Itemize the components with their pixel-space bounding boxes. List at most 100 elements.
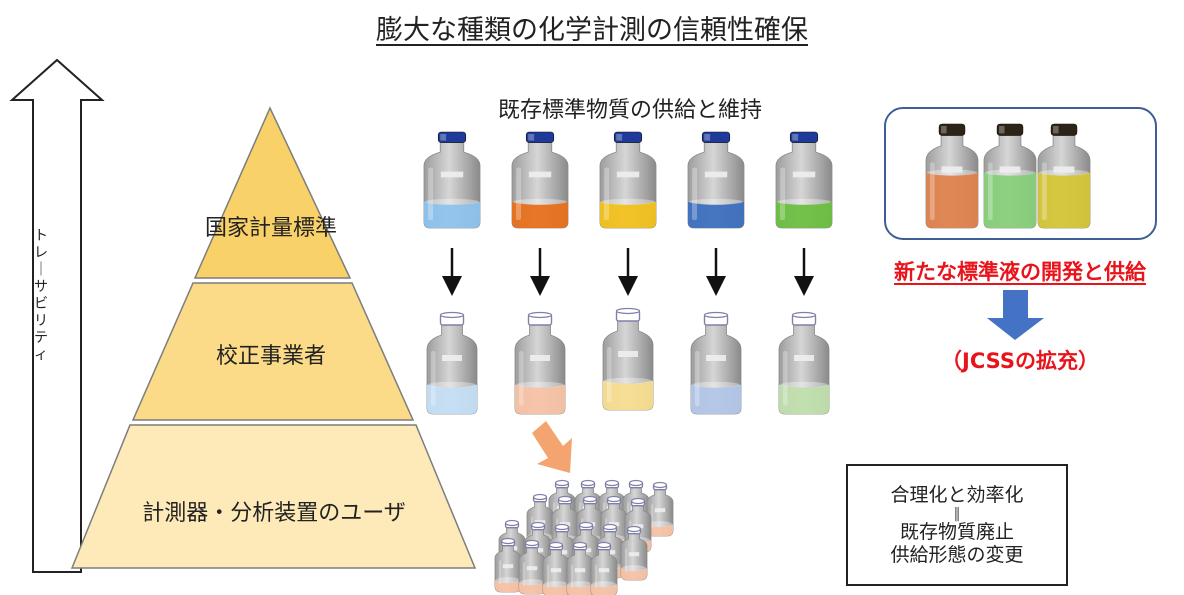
bottle-cap: [789, 131, 819, 143]
cap-rim: [580, 479, 596, 487]
bottle-liquid: [519, 582, 545, 594]
pyramid-tier-top: [193, 106, 352, 279]
bottle-liquid: [691, 384, 741, 414]
bottle-liquid: [621, 568, 647, 580]
bottle-cap: [437, 131, 467, 143]
user-bottle: [518, 539, 546, 595]
bottle-highlight: [625, 548, 628, 572]
tier-national-label: 国家計量標準: [204, 216, 337, 241]
cap-rim: [439, 311, 465, 319]
bottle-liquid: [1038, 172, 1090, 228]
cap-rim: [530, 521, 546, 529]
stock-bottle: [599, 131, 657, 229]
cap-highlight: [999, 126, 1005, 134]
supply-arrows: [442, 248, 814, 296]
liquid-surface: [513, 198, 567, 205]
existing-stock-bottles: [423, 131, 833, 229]
bottle-highlight: [695, 351, 700, 406]
bottle-highlight: [604, 167, 610, 220]
cap-rim: [703, 311, 729, 319]
cap-highlight: [440, 134, 447, 141]
liquid-surface: [689, 198, 743, 205]
expansion-arrow: [987, 290, 1044, 340]
liquid-surface: [780, 381, 828, 388]
bottle-label: [532, 548, 544, 553]
bottle-highlight: [431, 351, 436, 406]
cap-rim: [524, 539, 540, 547]
diagram-title: 膨大な種類の化学計測の信頼性確保: [376, 15, 808, 46]
bottle-highlight: [523, 562, 526, 586]
bottle-label: [442, 355, 462, 361]
cap-rim: [500, 537, 516, 545]
bottle-label: [628, 552, 640, 557]
user-bottle: [646, 481, 674, 537]
bottle-label: [580, 548, 592, 553]
cap-rim: [606, 495, 622, 503]
pyramid-tier-bottom: [70, 424, 477, 569]
liquid-surface: [428, 381, 476, 388]
traceability-label: トレ｜サビリティ: [34, 228, 48, 363]
bottle-cap: [996, 123, 1024, 136]
bottle-highlight: [499, 560, 502, 584]
liquid-surface: [425, 198, 479, 205]
bottle-cap: [701, 131, 731, 143]
bottle-liquid: [495, 580, 521, 592]
bottle-label: [999, 166, 1021, 173]
bottle-label: [632, 524, 644, 529]
new-standard-bottle: [1037, 123, 1091, 229]
bottle-label: [604, 550, 616, 555]
bottle-highlight: [651, 504, 654, 528]
bottle-label: [440, 171, 464, 178]
liquid-surface: [604, 377, 652, 384]
liquid-surface: [601, 198, 655, 205]
bottle-glass: [590, 549, 618, 595]
bottle-label: [616, 171, 640, 178]
liquid-surface: [648, 521, 672, 528]
user-bottle-cluster: [494, 479, 674, 595]
cap-rim: [791, 311, 817, 319]
bottle-highlight: [988, 162, 993, 220]
traceability-arrow: [9, 58, 105, 573]
cap-rim: [572, 541, 588, 549]
bottle-highlight: [607, 347, 612, 402]
bottle-liquid: [591, 584, 617, 595]
bottle-highlight: [428, 167, 434, 220]
diluted-bottle: [514, 311, 566, 415]
bottle-liquid: [600, 201, 656, 228]
stock-bottle: [687, 131, 745, 229]
bottle-label: [794, 355, 814, 361]
stock-bottle: [775, 131, 833, 229]
liquid-surface: [516, 381, 564, 388]
pyramid-tier-middle: [131, 282, 415, 421]
cap-rim: [557, 495, 573, 503]
bottle-highlight: [783, 351, 788, 406]
cap-rim: [615, 307, 641, 315]
bottle-liquid: [427, 384, 477, 414]
user-bottle: [590, 541, 618, 595]
tier-users-label: 計測器・分析装置のユーザ: [142, 501, 406, 526]
liquid-surface: [592, 581, 616, 588]
bottle-label: [706, 355, 726, 361]
bottle-liquid: [926, 172, 978, 228]
cap-rim: [596, 541, 612, 549]
liquid-surface: [622, 565, 646, 572]
policy-line3: 供給形態の変更: [890, 543, 1024, 566]
user-bottle: [620, 525, 648, 581]
user-bottle: [494, 537, 522, 593]
bottle-cap: [525, 131, 555, 143]
bottle-highlight: [780, 167, 786, 220]
diluted-bottle: [426, 311, 478, 415]
bottle-liquid: [647, 524, 673, 536]
bottle-glass: [542, 549, 570, 595]
liquid-surface: [777, 198, 831, 205]
bottle-highlight: [1042, 162, 1047, 220]
cap-rim: [554, 523, 570, 531]
bottle-liquid: [543, 584, 569, 595]
bottle-label: [526, 566, 538, 571]
diluted-bottles: [426, 307, 830, 415]
bottle-cap: [1050, 123, 1078, 136]
new-standard-bottles: [925, 123, 1091, 229]
bottle-liquid: [567, 584, 593, 595]
diluted-bottle: [690, 311, 742, 415]
